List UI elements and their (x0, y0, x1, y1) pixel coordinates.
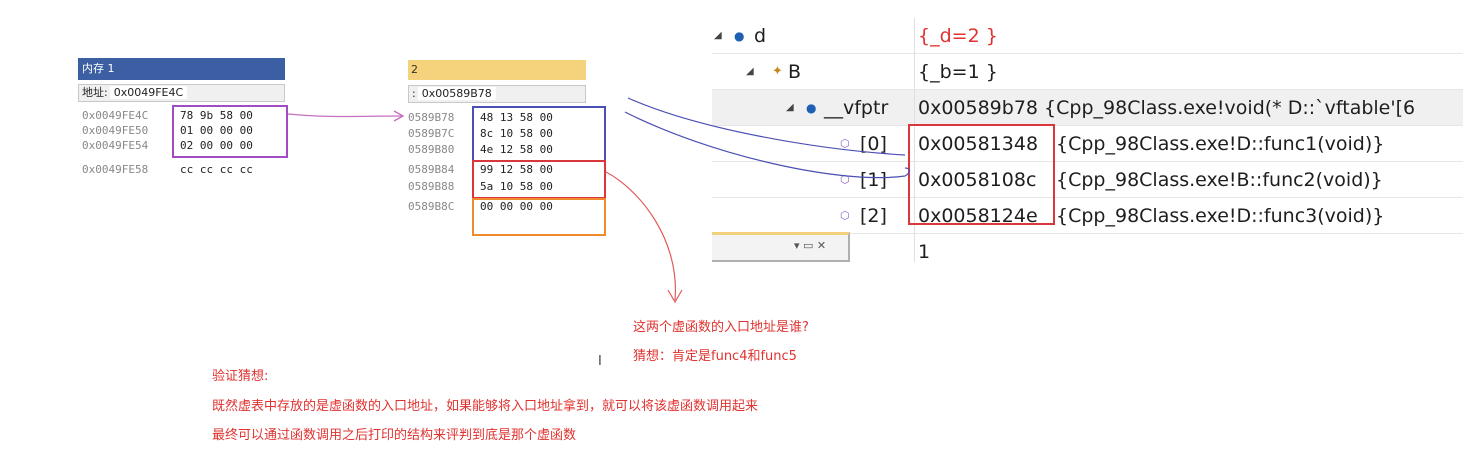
memory-window-2: 2 :0x00589B78 0589B78 48 13 58 00 0589B7C… (408, 60, 608, 238)
memory-row: 0589B78 48 13 58 00 (408, 110, 553, 125)
memory-row: 0x0049FE58 cc cc cc cc (82, 162, 253, 177)
watch-row-address: 0x0058108c (918, 169, 1037, 191)
watch-row-value: {_b=1 } (918, 61, 998, 83)
watch-row-value: {Cpp_98Class.exe!D::func1(void)} (1056, 133, 1385, 155)
memory-row-address: 0589B8C (408, 200, 455, 211)
memory-row-address: 0589B78 (408, 111, 455, 124)
memory-window-2-title[interactable]: 2 (408, 60, 586, 80)
address-input[interactable]: 0x00589B78 (417, 87, 496, 100)
window-controls[interactable]: ▾ ▭ ✕ (794, 239, 827, 252)
memory-window-2-address-bar: :0x00589B78 (408, 85, 586, 103)
watch-row-name: __vfptr (824, 97, 889, 119)
verify-line-1: 既然虚表中存放的是虚函数的入口地址，如果能够将入口地址拿到，就可以将该虚函数调用… (212, 399, 759, 414)
watch-row-vfptr[interactable]: ◢ ● __vfptr 0x00589b78 {Cpp_98Class.exe!… (712, 90, 1463, 126)
orange-highlight-box (472, 198, 606, 236)
watch-row-value: {_d=2 } (918, 25, 998, 47)
memory-row-bytes: 48 13 58 00 (480, 111, 553, 124)
watch-row-name: [0] (860, 133, 887, 155)
address-label: 地址: (82, 86, 108, 99)
address-label: : (412, 87, 416, 100)
memory-row: 0589B88 5a 10 58 00 (408, 179, 553, 194)
watch-row-value: 0x00589b78 {Cpp_98Class.exe!void(* D::`v… (918, 97, 1416, 119)
watch-row-last[interactable]: 1 (712, 234, 1463, 270)
watch-row-name: [2] (860, 205, 887, 227)
watch-row-value: {Cpp_98Class.exe!D::func3(void)} (1056, 205, 1385, 227)
purple-highlight-box (172, 105, 288, 158)
memory-row-bytes: 8c 10 58 00 (480, 127, 553, 140)
memory-row-address: 0x0049FE50 (82, 124, 149, 137)
memory-row: 0x0049FE4C 78 9b 58 00 (82, 108, 253, 123)
memory-row-address: 0x0049FE58 (82, 163, 149, 176)
address-input[interactable]: 0x0049FE4C (109, 86, 188, 99)
memory-row: 0x0049FE54 02 00 00 00 (82, 138, 253, 153)
memory-row-bytes: 4e 12 58 00 (480, 143, 553, 156)
watch-row-address: 0x0058124e (918, 205, 1038, 227)
memory-row-bytes: 00 00 00 00 (480, 200, 553, 211)
memory-row: 0589B80 4e 12 58 00 (408, 142, 553, 157)
guess-note: 猜想：肯定是func4和func5 (633, 349, 797, 364)
collapse-triangle-icon[interactable]: ◢ (786, 102, 794, 113)
svg-text:I: I (598, 354, 602, 369)
memory-window-1-address-bar: 地址:0x0049FE4C (78, 84, 285, 102)
verify-line-2: 最终可以通过函数调用之后打印的结构来评判到底是那个虚函数 (212, 428, 577, 443)
watch-column-separator[interactable] (914, 18, 915, 262)
watch-row-vtable-1[interactable]: ⬡ [1] 0x0058108c {Cpp_98Class.exe!B::fun… (712, 162, 1463, 198)
member-icon: ⬡ (840, 173, 850, 186)
variable-icon: ● (806, 101, 817, 115)
memory-row-bytes: 01 00 00 00 (180, 124, 253, 137)
memory-row: 0x0049FE50 01 00 00 00 (82, 123, 253, 138)
red-address-box (908, 124, 1055, 225)
watch-row-name: d (754, 25, 767, 47)
watch-panel: ◢ ● d {_d=2 } ◢ ✦ B {_b=1 } ◢ ● __vfptr … (712, 18, 1463, 268)
memory-row-bytes: cc cc cc cc (180, 163, 253, 176)
member-icon: ⬡ (840, 137, 850, 150)
memory-row-address: 0589B80 (408, 143, 455, 156)
memory-row-bytes: 78 9b 58 00 (180, 109, 253, 122)
memory-row-bytes: 99 12 58 00 (480, 163, 553, 176)
memory-row-address: 0x0049FE54 (82, 139, 149, 152)
memory-row: 0589B84 99 12 58 00 (408, 162, 553, 177)
member-icon: ⬡ (840, 209, 850, 222)
watch-row-name: B (788, 61, 802, 83)
variable-icon: ● (734, 29, 745, 43)
watch-row-vtable-2[interactable]: ⬡ [2] 0x0058124e {Cpp_98Class.exe!D::fun… (712, 198, 1463, 234)
question-note: 这两个虚函数的入口地址是谁? (633, 320, 809, 335)
watch-row-d[interactable]: ◢ ● d {_d=2 } (712, 18, 1463, 54)
memory-row-bytes: 5a 10 58 00 (480, 180, 553, 193)
watch-row-vtable-0[interactable]: ⬡ [0] 0x00581348 {Cpp_98Class.exe!D::fun… (712, 126, 1463, 162)
memory-row-bytes: 02 00 00 00 (180, 139, 253, 152)
watch-row-name: [1] (860, 169, 887, 191)
memory-row-address: 0589B7C (408, 127, 455, 140)
memory-row: 0589B8C 00 00 00 00 (408, 199, 553, 211)
watch-row-value: 1 (918, 241, 931, 263)
memory-row: 0589B7C 8c 10 58 00 (408, 126, 553, 141)
watch-row-value: {Cpp_98Class.exe!B::func2(void)} (1056, 169, 1383, 191)
memory-row-address: 0589B84 (408, 163, 455, 176)
base-class-icon: ✦ (772, 64, 783, 79)
verify-title: 验证猜想: (212, 369, 269, 384)
memory-row-address: 0x0049FE4C (82, 109, 149, 122)
docked-tool-window: ▾ ▭ ✕ (712, 232, 850, 262)
memory-row-address: 0589B88 (408, 180, 455, 193)
collapse-triangle-icon[interactable]: ◢ (714, 30, 722, 41)
memory-window-1-title[interactable]: 内存 1 (78, 58, 285, 80)
collapse-triangle-icon[interactable]: ◢ (746, 66, 754, 77)
watch-row-address: 0x00581348 (918, 133, 1039, 155)
watch-row-b[interactable]: ◢ ✦ B {_b=1 } (712, 54, 1463, 90)
